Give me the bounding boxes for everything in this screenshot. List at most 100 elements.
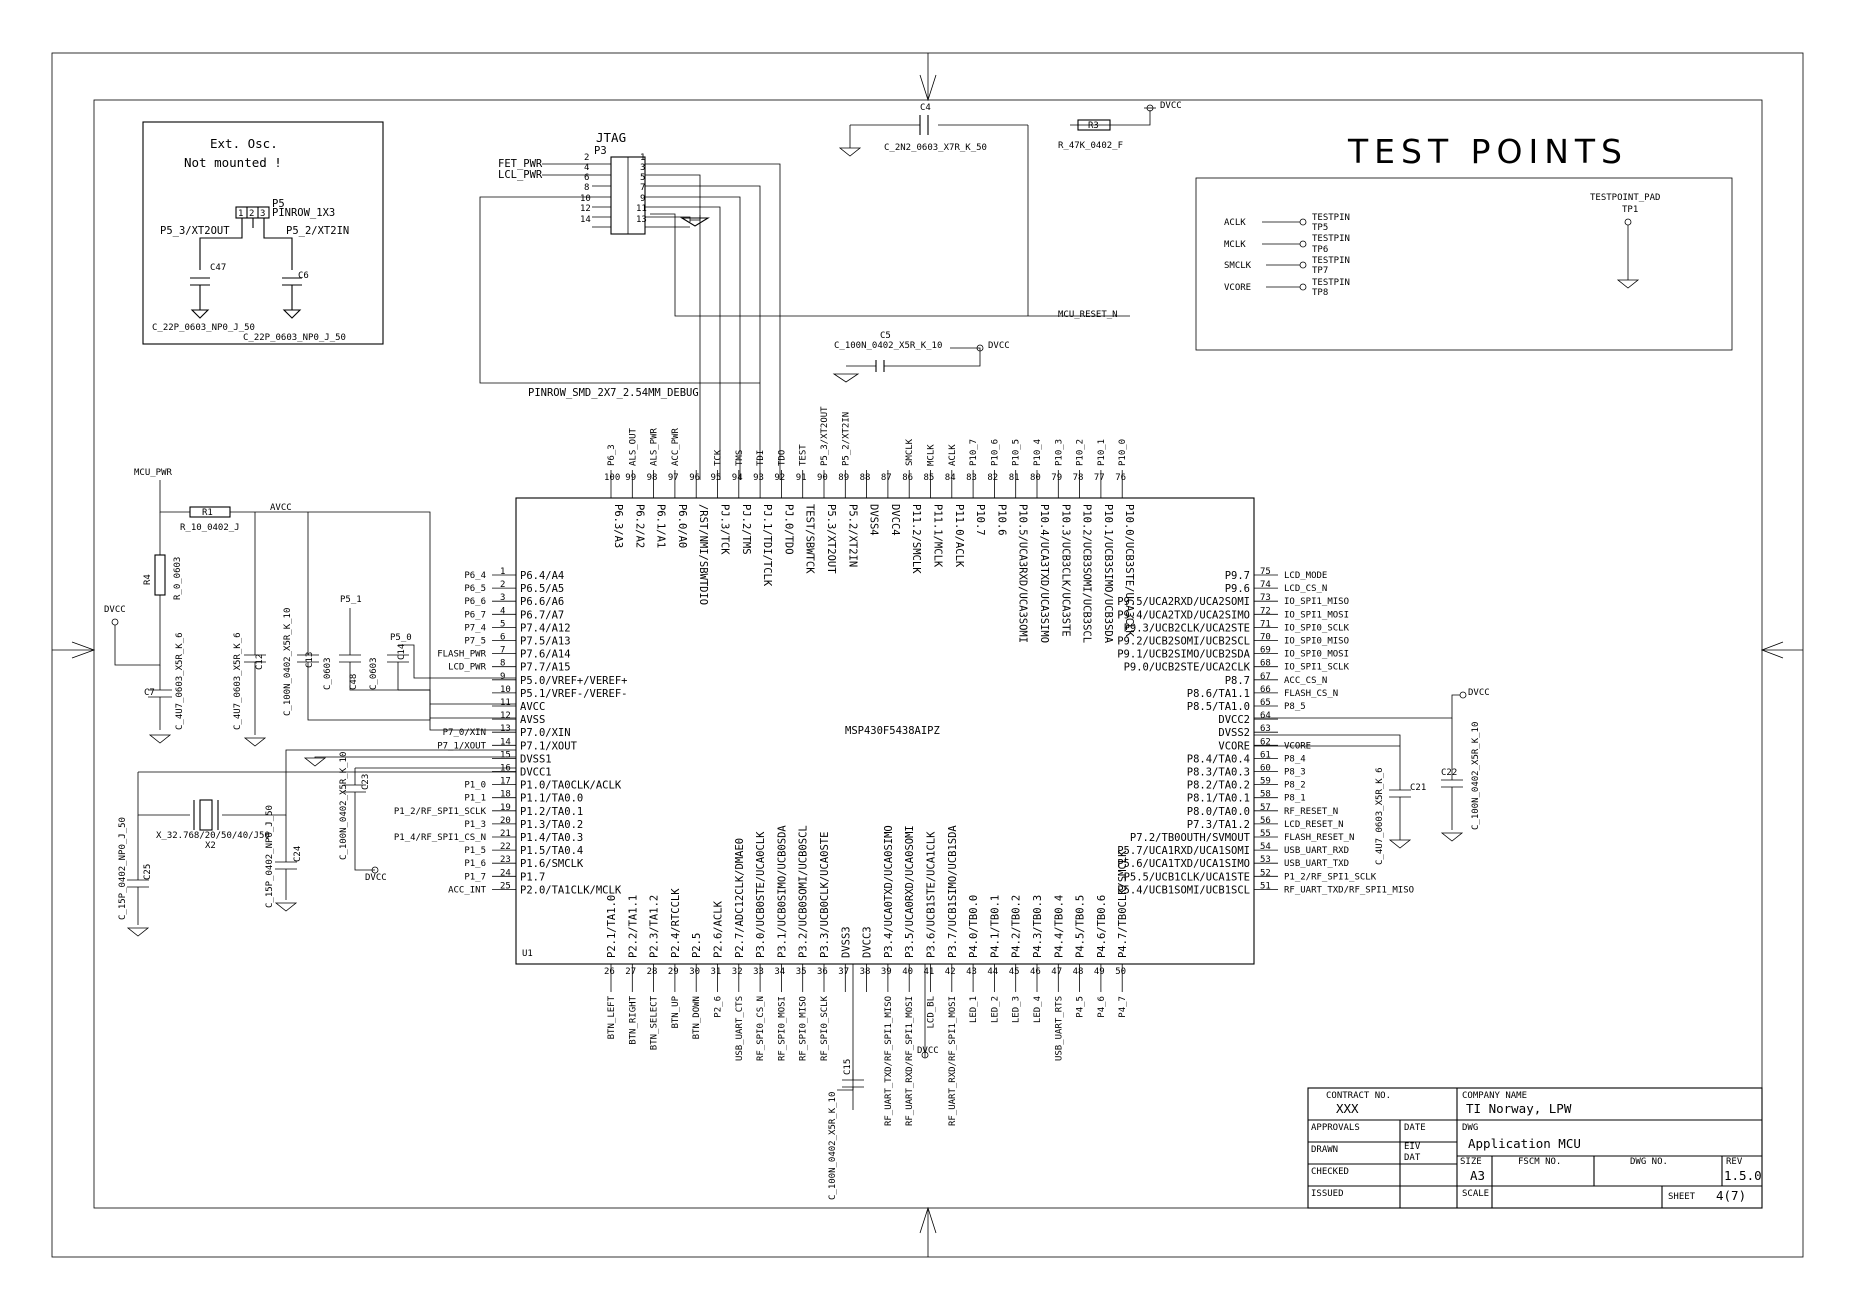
c24-ref: C24	[293, 846, 303, 862]
dvcc-label-right: DVCC	[1468, 688, 1490, 698]
c25-part: C_15P_0402_NP0_J_50	[118, 817, 128, 920]
net-label-72: IO_SPI1_MOSI	[1284, 610, 1349, 620]
mcu-body	[515, 497, 1255, 965]
x2-ref: X2	[205, 841, 216, 851]
pin-number-57: 57	[1260, 803, 1271, 813]
pin-number-4: 4	[500, 606, 505, 616]
pin-number-79: 79	[1051, 473, 1062, 483]
pin-function-51: P5.4/UCB1SOMI/UCB1SCL	[1117, 884, 1250, 896]
avcc-label: AVCC	[270, 503, 292, 513]
r3-resistor	[1077, 119, 1111, 131]
pin-number-72: 72	[1260, 606, 1271, 616]
pin-function-28: P2.3/TA1.2	[649, 895, 661, 958]
jtag-ground	[680, 217, 710, 227]
pin-function-47: P4.4/TB0.4	[1053, 895, 1065, 958]
pin-number-25: 25	[500, 881, 511, 891]
svg-text:1.5.0: 1.5.0	[1724, 1168, 1762, 1183]
pin-number-36: 36	[817, 967, 828, 977]
c21-capacitor	[1388, 782, 1412, 849]
pin-function-73: P9.5/UCA2RXD/UCA2SOMI	[1117, 596, 1250, 608]
pin-number-83: 83	[966, 473, 977, 483]
net-label-47: USB_UART_RTS	[1054, 996, 1064, 1061]
svg-text:SIZE: SIZE	[1460, 1157, 1482, 1167]
net-label-39: RF_UART_TXD/RF_SPI1_MISO	[884, 996, 894, 1126]
net-label-19: P1_2/RF_SPI1_SCLK	[394, 807, 487, 817]
pin-number-24: 24	[500, 868, 511, 878]
pin-number-29: 29	[668, 967, 679, 977]
testpoint-smclk: SMCLK TESTPIN TP7	[1224, 256, 1350, 276]
net-label-45: LED_3	[1012, 996, 1022, 1023]
net-label-5: P7_4	[464, 623, 486, 633]
net-label-67: ACC_CS_N	[1284, 676, 1327, 686]
svg-text:5: 5	[640, 173, 645, 183]
dvcc-label-top: DVCC	[1160, 101, 1182, 111]
pin-number-77: 77	[1094, 473, 1105, 483]
net-label-21: P1_4/RF_SPI1_CS_N	[394, 833, 486, 843]
pin-number-93: 93	[753, 473, 764, 483]
net-label-40: RF_UART_RXD/RF_SPI1_MOSI	[905, 996, 915, 1126]
zone-arrow-right	[1760, 641, 1803, 659]
pin-function-58: P8.1/TA0.1	[1187, 793, 1250, 805]
pin-number-11: 11	[500, 698, 511, 708]
pin-function-93: PJ.1/TDI/TCLK	[761, 504, 773, 587]
pin-number-13: 13	[500, 724, 511, 734]
pin-function-26: P2.1/TA1.0	[606, 895, 618, 958]
pin-number-65: 65	[1260, 698, 1271, 708]
svg-text:DRAWN: DRAWN	[1311, 1145, 1338, 1155]
pin-function-11: AVCC	[520, 701, 545, 713]
net-label-30: BTN_DOWN	[692, 996, 702, 1039]
svg-text:2: 2	[584, 153, 589, 163]
pin-number-63: 63	[1260, 724, 1271, 734]
svg-text:9: 9	[640, 194, 645, 204]
c7-ref: C7	[144, 688, 155, 698]
net-label-81: P10_5	[1012, 439, 1022, 466]
svg-text:TP8: TP8	[1312, 288, 1328, 298]
svg-text:TI Norway, LPW: TI Norway, LPW	[1466, 1101, 1572, 1116]
pin-function-2: P6.5/A5	[520, 583, 564, 595]
pin-number-97: 97	[668, 473, 679, 483]
pin-number-87: 87	[881, 473, 892, 483]
pin-function-23: P1.6/SMCLK	[520, 858, 584, 870]
net-label-8: LCD_PWR	[448, 663, 487, 673]
net-label-65: P8_5	[1284, 702, 1306, 712]
pin-function-64: DVCC2	[1218, 714, 1250, 726]
svg-text:DAT: DAT	[1404, 1153, 1421, 1163]
pin-function-54: P5.7/UCA1RXD/UCA1SOMI	[1117, 845, 1250, 857]
net-label-83: P10_7	[969, 439, 979, 466]
pin-number-80: 80	[1030, 473, 1041, 483]
x2-crystal	[193, 799, 219, 831]
pin-number-90: 90	[817, 473, 828, 483]
inner-frame	[93, 99, 1763, 1209]
pin-function-66: P8.6/TA1.1	[1187, 688, 1250, 700]
pin-function-24: P1.7	[520, 871, 545, 883]
net-label-84: ACLK	[948, 444, 958, 466]
pin-function-9: P5.0/VREF+/VEREF+	[520, 675, 627, 687]
net-label-20: P1_3	[464, 820, 486, 830]
net-label-55: FLASH_RESET_N	[1284, 833, 1354, 843]
pin-function-60: P8.3/TA0.3	[1187, 767, 1250, 779]
pin-number-5: 5	[500, 619, 505, 629]
svg-text:TESTPOINT_PAD: TESTPOINT_PAD	[1590, 193, 1660, 203]
pin-number-53: 53	[1260, 855, 1271, 865]
pin-function-92: PJ.0/TDO	[782, 504, 794, 555]
pin-function-49: P4.6/TB0.6	[1096, 895, 1108, 958]
pin-function-8: P7.7/A15	[520, 662, 571, 674]
pin-number-76: 76	[1115, 473, 1126, 483]
net-label-6: P7_5	[464, 637, 486, 647]
net-label-97: ACC_PWR	[671, 427, 681, 466]
net-label-41: LCD_BL	[927, 996, 937, 1029]
svg-text:TESTPIN: TESTPIN	[1312, 213, 1350, 223]
pin-function-37: DVSS3	[840, 926, 852, 958]
svg-text:3: 3	[640, 163, 645, 173]
outer-frame	[51, 52, 1804, 1258]
pin-function-76: P10.0/UCB3STE/UCA3CLK	[1123, 504, 1135, 637]
pin-number-1: 1	[500, 567, 505, 577]
pin-function-45: P4.2/TB0.2	[1011, 895, 1023, 958]
pin-function-50: P4.7/TB0CLK/SMCLK	[1117, 850, 1129, 958]
c25-ref: C25	[143, 864, 153, 880]
pin-function-19: P1.2/TA0.1	[520, 806, 583, 818]
pin-function-20: P1.3/TA0.2	[520, 819, 583, 831]
net-label-99: ALS_OUT	[628, 427, 638, 466]
net-label-23: P1_6	[464, 859, 486, 869]
